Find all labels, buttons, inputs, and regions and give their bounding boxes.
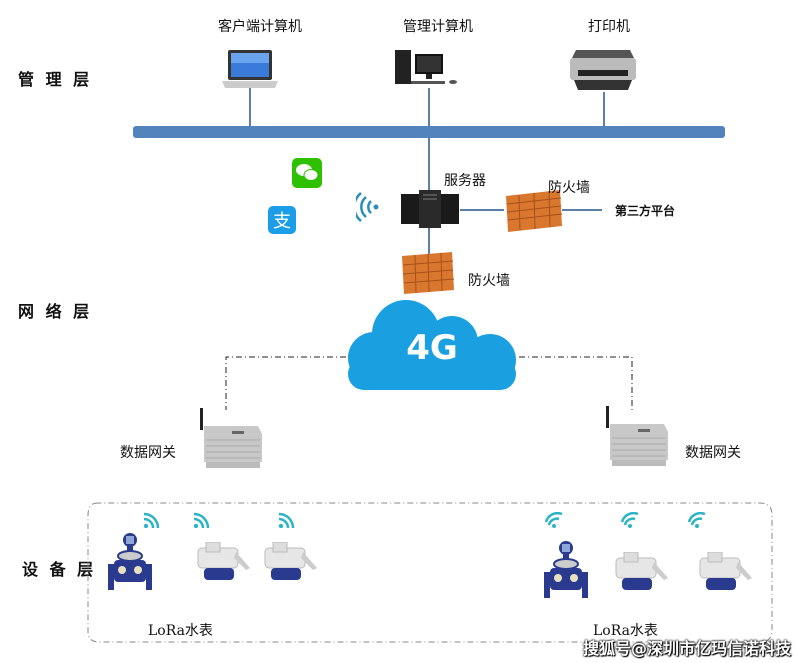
water-meter-icon bbox=[263, 542, 319, 582]
wifi-signal-icon bbox=[142, 512, 160, 528]
firewall-bottom-icon bbox=[400, 252, 456, 294]
connector-bus-server bbox=[428, 138, 430, 190]
gateway-right-icon bbox=[602, 406, 672, 468]
cloud-4g-label: 4G bbox=[406, 328, 458, 368]
server-icon bbox=[399, 188, 461, 228]
gateway-right-label: 数据网关 bbox=[685, 445, 741, 461]
water-meter-icon bbox=[614, 552, 670, 592]
wifi-signal-icon bbox=[620, 512, 640, 528]
layer-label-management: 管 理 层 bbox=[18, 70, 93, 89]
network-bus bbox=[133, 126, 725, 138]
printer-icon bbox=[568, 46, 638, 94]
wechat-icon bbox=[292, 158, 322, 188]
wifi-signal-icon bbox=[687, 512, 707, 528]
connector-server-firewall bbox=[460, 209, 504, 211]
firewall-bottom-label: 防火墙 bbox=[468, 273, 510, 289]
connector-firewall-thirdparty bbox=[562, 209, 602, 211]
wifi-signal-icon bbox=[192, 512, 210, 528]
wifi-signal-icon bbox=[544, 512, 564, 528]
water-meter-icon bbox=[698, 552, 754, 592]
watermark: 搜狐号@深圳市亿玛信诺科技 bbox=[583, 639, 792, 658]
lora-meter-left-label: LoRa水表 bbox=[148, 623, 213, 639]
third-party-platform-label: 第三方平台 bbox=[615, 204, 676, 218]
connector-printer bbox=[603, 92, 605, 128]
layer-label-network: 网 络 层 bbox=[18, 302, 93, 321]
connector-desktop bbox=[428, 88, 430, 128]
wifi-signal-icon bbox=[277, 512, 295, 528]
printer-label: 打印机 bbox=[588, 19, 630, 35]
large-water-meter-icon bbox=[108, 532, 152, 592]
server-label: 服务器 bbox=[444, 173, 486, 189]
cloud-4g-icon bbox=[344, 294, 520, 394]
gateway-left-icon bbox=[196, 408, 266, 470]
admin-pc-label: 管理计算机 bbox=[403, 19, 473, 35]
water-meter-icon bbox=[196, 542, 252, 582]
desktop-computer-icon bbox=[393, 48, 465, 90]
laptop-icon bbox=[222, 48, 278, 90]
connector-laptop bbox=[249, 88, 251, 128]
lora-meter-right-label: LoRa水表 bbox=[593, 623, 658, 639]
wireless-signal-icon bbox=[356, 192, 380, 222]
client-pc-label: 客户端计算机 bbox=[218, 19, 302, 35]
layer-label-device: 设 备 层 bbox=[22, 560, 97, 579]
alipay-icon: 支 bbox=[268, 206, 296, 234]
large-water-meter-icon bbox=[544, 540, 588, 600]
connector-server-firewall-bottom bbox=[428, 228, 430, 254]
gateway-left-label: 数据网关 bbox=[120, 445, 176, 461]
firewall-right-icon bbox=[504, 190, 564, 232]
svg-text:支: 支 bbox=[273, 211, 291, 232]
firewall-right-label: 防火墙 bbox=[548, 180, 590, 196]
